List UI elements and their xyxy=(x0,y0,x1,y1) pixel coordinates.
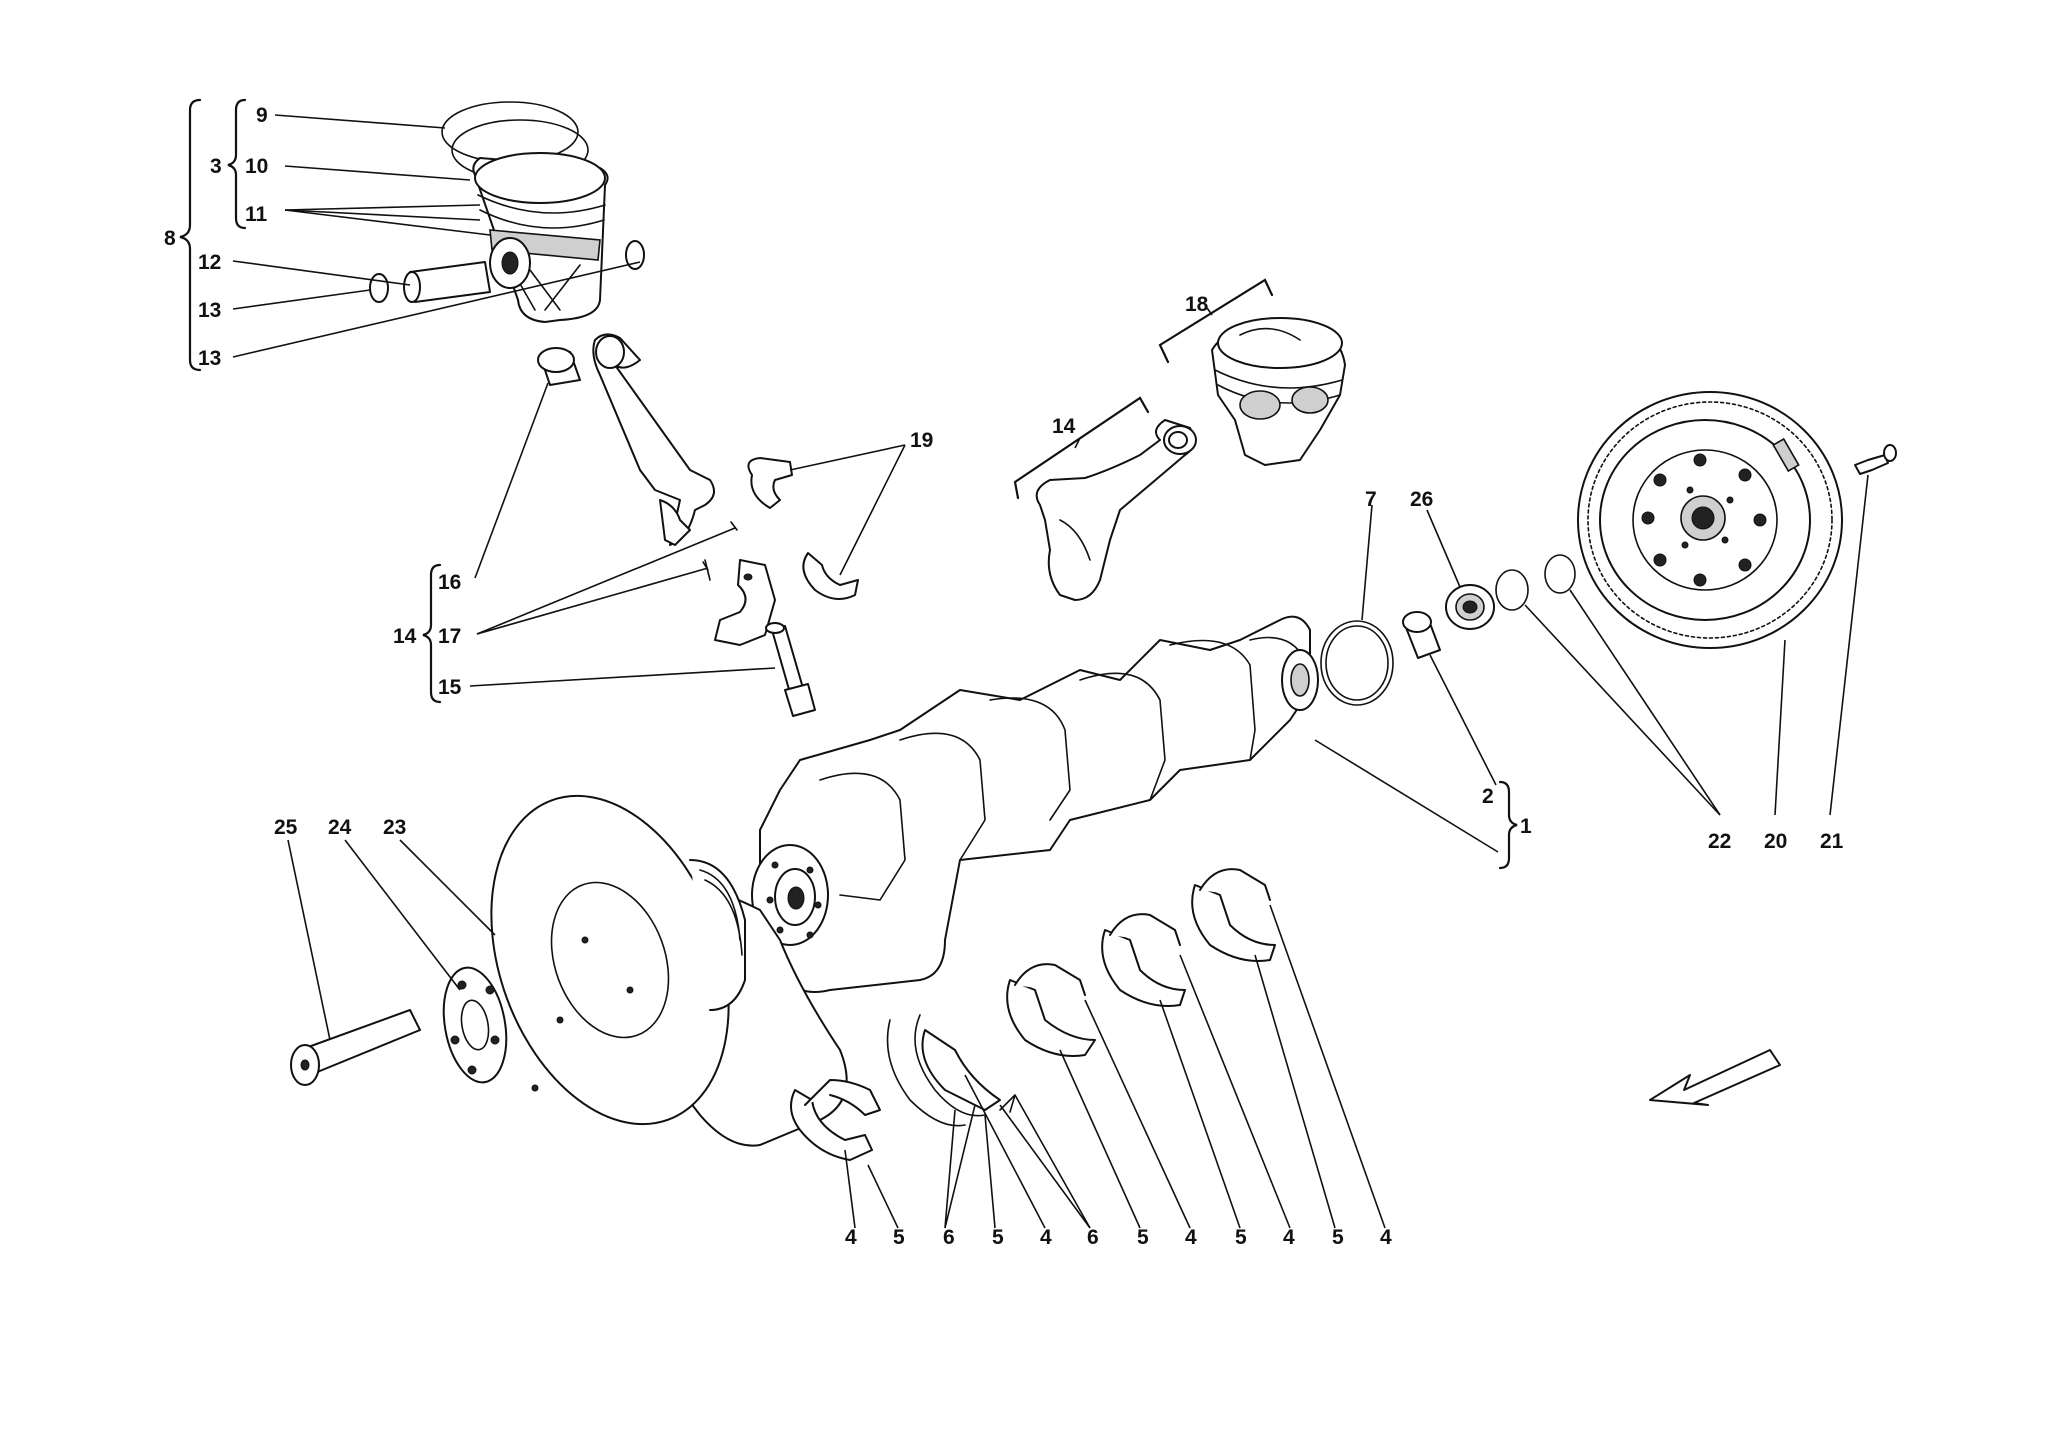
callout-4e: 4 xyxy=(1380,1226,1392,1249)
callout-21: 21 xyxy=(1820,830,1844,853)
group-braces xyxy=(179,98,1518,870)
callout-22: 22 xyxy=(1708,830,1731,853)
spacer-2 xyxy=(1402,611,1441,659)
callout-8: 8 xyxy=(164,227,176,250)
callout-3: 3 xyxy=(210,155,222,178)
callout-24: 24 xyxy=(328,816,352,839)
snap-ring-13a xyxy=(369,273,389,303)
flywheel-20 xyxy=(1577,391,1843,649)
piston-18 xyxy=(1211,317,1346,466)
callout-1: 1 xyxy=(1520,815,1532,838)
o-ring-7 xyxy=(1320,620,1394,706)
small-end-bushing-16 xyxy=(537,347,581,386)
callout-15: 15 xyxy=(438,676,462,699)
callout-17: 17 xyxy=(438,625,461,648)
flywheel-bolt-21 xyxy=(1854,444,1897,475)
callout-23: 23 xyxy=(383,816,406,839)
rod-bolt-15 xyxy=(765,622,816,717)
ring-22b xyxy=(1544,554,1576,594)
main-bearing-shells xyxy=(790,868,1276,1161)
pulley-23 xyxy=(490,794,848,1147)
callout-4b: 4 xyxy=(1040,1226,1052,1249)
callout-5d: 5 xyxy=(1235,1226,1247,1249)
callout-14a: 14 xyxy=(393,625,417,648)
callout-9: 9 xyxy=(256,104,268,127)
callout-20: 20 xyxy=(1764,830,1787,853)
callout-18: 18 xyxy=(1185,293,1209,316)
callout-6b: 6 xyxy=(1087,1226,1099,1249)
callout-5a: 5 xyxy=(893,1226,905,1249)
washer-24 xyxy=(442,966,508,1084)
callout-13a: 13 xyxy=(198,299,221,322)
callout-16: 16 xyxy=(438,571,461,594)
rod-cap-part xyxy=(714,559,776,646)
callout-4a: 4 xyxy=(845,1226,857,1249)
connecting-rod-part xyxy=(537,333,816,717)
callout-5c: 5 xyxy=(1137,1226,1149,1249)
arrow-icon xyxy=(1649,1049,1781,1106)
callout-26: 26 xyxy=(1410,488,1433,511)
callout-10: 10 xyxy=(245,155,268,178)
callout-2: 2 xyxy=(1482,785,1494,808)
bolt-25 xyxy=(290,1009,421,1086)
piston-assembly-part xyxy=(369,101,645,323)
callout-4c: 4 xyxy=(1185,1226,1197,1249)
ring-22a xyxy=(1495,569,1529,611)
callout-5b: 5 xyxy=(992,1226,1004,1249)
callout-6a: 6 xyxy=(943,1226,955,1249)
rod-bearing-shells-19 xyxy=(747,457,859,600)
callout-19: 19 xyxy=(910,429,933,452)
callout-25: 25 xyxy=(274,816,298,839)
callout-11: 11 xyxy=(245,203,268,226)
callout-5e: 5 xyxy=(1332,1226,1344,1249)
crankshaft-part xyxy=(751,615,1319,993)
callout-12: 12 xyxy=(198,251,221,274)
callout-labels: 9 3 10 11 8 12 13 13 16 14 17 15 19 14 1… xyxy=(164,104,1844,1249)
callout-4d: 4 xyxy=(1283,1226,1295,1249)
callout-13b: 13 xyxy=(198,347,221,370)
leader-lines xyxy=(232,114,1869,1229)
piston-pin-12 xyxy=(403,261,491,303)
callout-14b: 14 xyxy=(1052,415,1076,438)
callout-7: 7 xyxy=(1365,488,1377,511)
connecting-rod-14 xyxy=(1035,419,1197,601)
bearing-26 xyxy=(1445,584,1495,630)
